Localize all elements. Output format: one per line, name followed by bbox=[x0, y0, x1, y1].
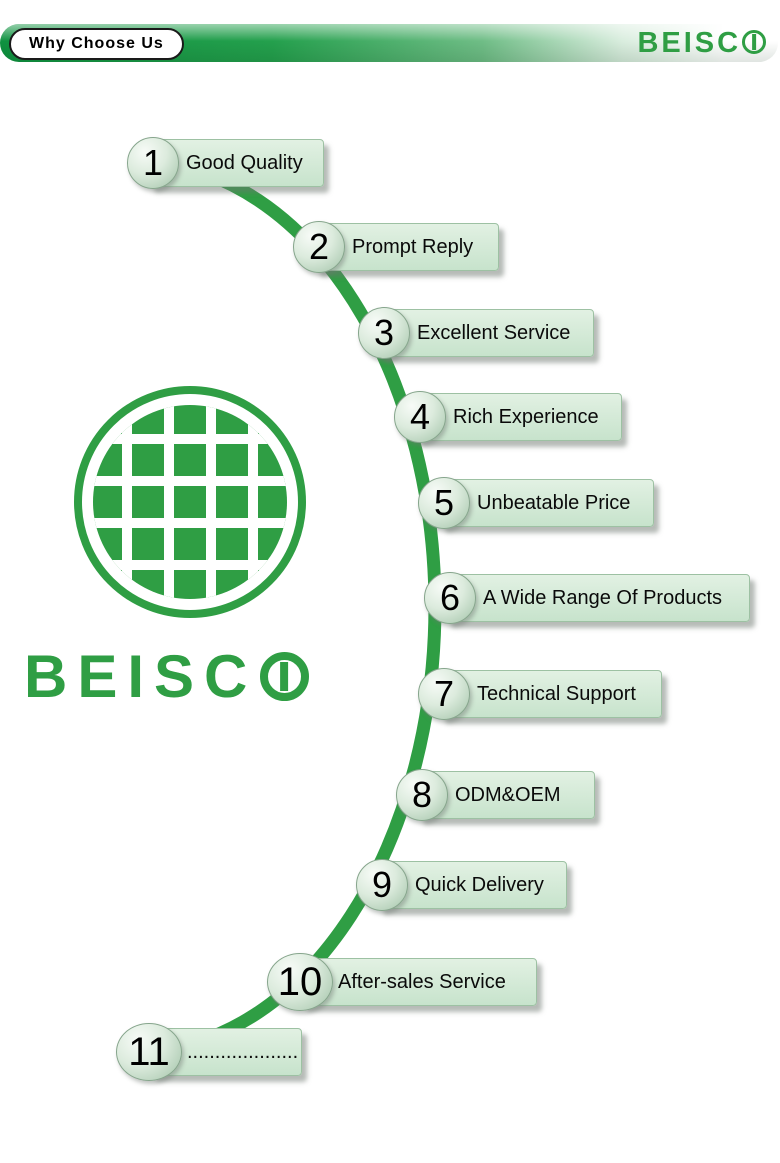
step-label: Good Quality bbox=[186, 152, 303, 174]
step-number-badge: 8 bbox=[396, 769, 448, 821]
header-badge: Why Choose Us bbox=[9, 28, 184, 60]
brand-wordmark-small: BEISC bbox=[637, 27, 766, 60]
wordmark-text: BEISC bbox=[24, 643, 258, 710]
step-label-box: Prompt Reply bbox=[315, 223, 499, 271]
step-number: 10 bbox=[277, 959, 323, 1004]
company-logo-icon bbox=[74, 386, 306, 618]
step-number: 6 bbox=[439, 577, 461, 618]
step-number-badge: 6 bbox=[424, 572, 476, 624]
step-label: Rich Experience bbox=[453, 406, 599, 428]
step-label: .................... bbox=[187, 1041, 299, 1063]
step-number-badge: 9 bbox=[356, 859, 408, 911]
step-number-badge: 3 bbox=[358, 307, 410, 359]
step-label: ODM&OEM bbox=[455, 784, 561, 806]
step-label-box: Rich Experience bbox=[416, 393, 622, 441]
step-label: Unbeatable Price bbox=[477, 492, 631, 514]
step-label-box: A Wide Range Of Products bbox=[446, 574, 750, 622]
step-label: Prompt Reply bbox=[352, 236, 474, 258]
step-number-badge: 1 bbox=[127, 137, 179, 189]
step-number-badge: 2 bbox=[293, 221, 345, 273]
step-number: 7 bbox=[433, 673, 455, 714]
step-label-box: ODM&OEM bbox=[418, 771, 595, 819]
step-number: 1 bbox=[142, 142, 164, 183]
brand-o-icon bbox=[742, 30, 766, 55]
brand-text: BEISC bbox=[637, 27, 742, 59]
step-label-box: Quick Delivery bbox=[378, 861, 567, 909]
step-number-badge: 7 bbox=[418, 668, 470, 720]
step-number: 3 bbox=[373, 312, 395, 353]
step-number: 2 bbox=[308, 226, 330, 267]
step-label-box: Technical Support bbox=[440, 670, 662, 718]
step-number-badge: 5 bbox=[418, 477, 470, 529]
step-number-badge: 4 bbox=[394, 391, 446, 443]
step-label-box: Excellent Service bbox=[380, 309, 594, 357]
step-label: Excellent Service bbox=[417, 322, 571, 344]
step-number: 9 bbox=[371, 864, 393, 905]
step-number-badge: 11 bbox=[116, 1023, 182, 1081]
step-label: Quick Delivery bbox=[415, 874, 544, 896]
step-number-badge: 10 bbox=[267, 953, 333, 1011]
step-number: 8 bbox=[411, 774, 433, 815]
step-label-box: Unbeatable Price bbox=[440, 479, 654, 527]
step-label: After-sales Service bbox=[338, 971, 506, 993]
step-label: A Wide Range Of Products bbox=[483, 587, 723, 609]
step-label: Technical Support bbox=[477, 683, 636, 705]
step-number: 4 bbox=[409, 396, 431, 437]
step-number: 5 bbox=[433, 482, 455, 523]
wordmark-o-icon bbox=[259, 652, 309, 702]
step-label-box: After-sales Service bbox=[301, 958, 537, 1006]
step-number: 11 bbox=[128, 1029, 170, 1074]
brand-wordmark-large: BEISC bbox=[24, 642, 384, 711]
